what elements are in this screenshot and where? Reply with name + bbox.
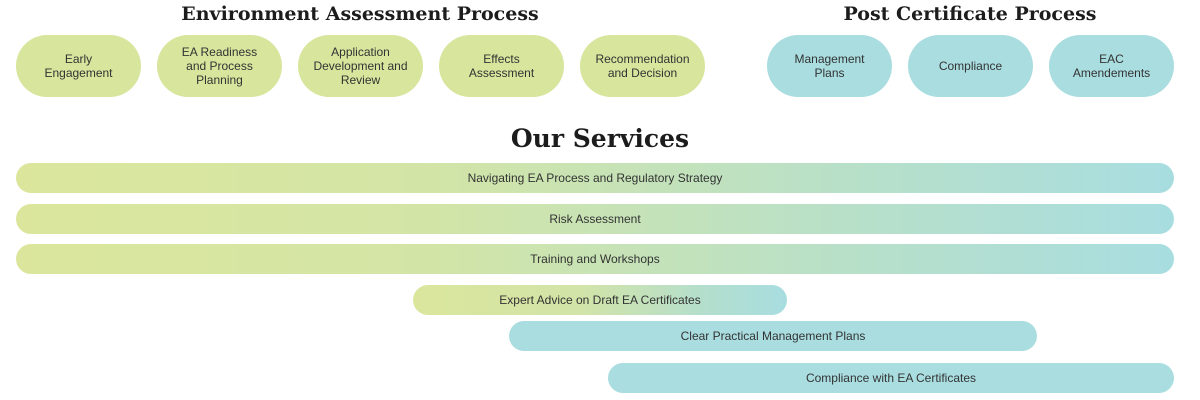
post-step-label: Compliance (938, 59, 1003, 73)
environment-assessment-heading: Environment Assessment Process (181, 3, 539, 25)
post-step-management-plans: Management Plans (767, 35, 892, 97)
service-expert-advice: Expert Advice on Draft EA Certificates (413, 285, 787, 315)
ea-step-recommendation: Recommendation and Decision (580, 35, 705, 97)
our-services-heading: Our Services (510, 124, 690, 153)
post-step-eac-amendments: EAC Amendements (1049, 35, 1174, 97)
ea-step-label: EA Readiness and Process Planning (181, 45, 258, 87)
service-management-plans: Clear Practical Management Plans (509, 321, 1037, 351)
service-navigating-ea: Navigating EA Process and Regulatory Str… (16, 163, 1174, 193)
service-label: Expert Advice on Draft EA Certificates (499, 293, 701, 307)
post-certificate-heading: Post Certificate Process (843, 3, 1097, 25)
service-compliance-certificates: Compliance with EA Certificates (608, 363, 1174, 393)
ea-step-effects: Effects Assessment (439, 35, 564, 97)
service-label: Clear Practical Management Plans (680, 329, 866, 343)
service-label: Training and Workshops (530, 252, 660, 266)
post-step-label: EAC Amendements (1072, 52, 1151, 80)
ea-step-label: Effects Assessment (468, 52, 535, 80)
service-risk-assessment: Risk Assessment (16, 204, 1174, 234)
service-training-workshops: Training and Workshops (16, 244, 1174, 274)
ea-step-label: Recommendation and Decision (595, 52, 690, 80)
ea-step-early-engagement: Early Engagement (16, 35, 141, 97)
ea-step-application: Application Development and Review (298, 35, 423, 97)
ea-step-readiness: EA Readiness and Process Planning (157, 35, 282, 97)
ea-step-label: Application Development and Review (313, 45, 408, 87)
ea-step-label: Early Engagement (44, 52, 113, 80)
post-step-compliance: Compliance (908, 35, 1033, 97)
service-label: Compliance with EA Certificates (805, 371, 977, 385)
service-label: Navigating EA Process and Regulatory Str… (467, 171, 723, 185)
post-step-label: Management Plans (794, 52, 865, 80)
service-label: Risk Assessment (549, 212, 641, 226)
